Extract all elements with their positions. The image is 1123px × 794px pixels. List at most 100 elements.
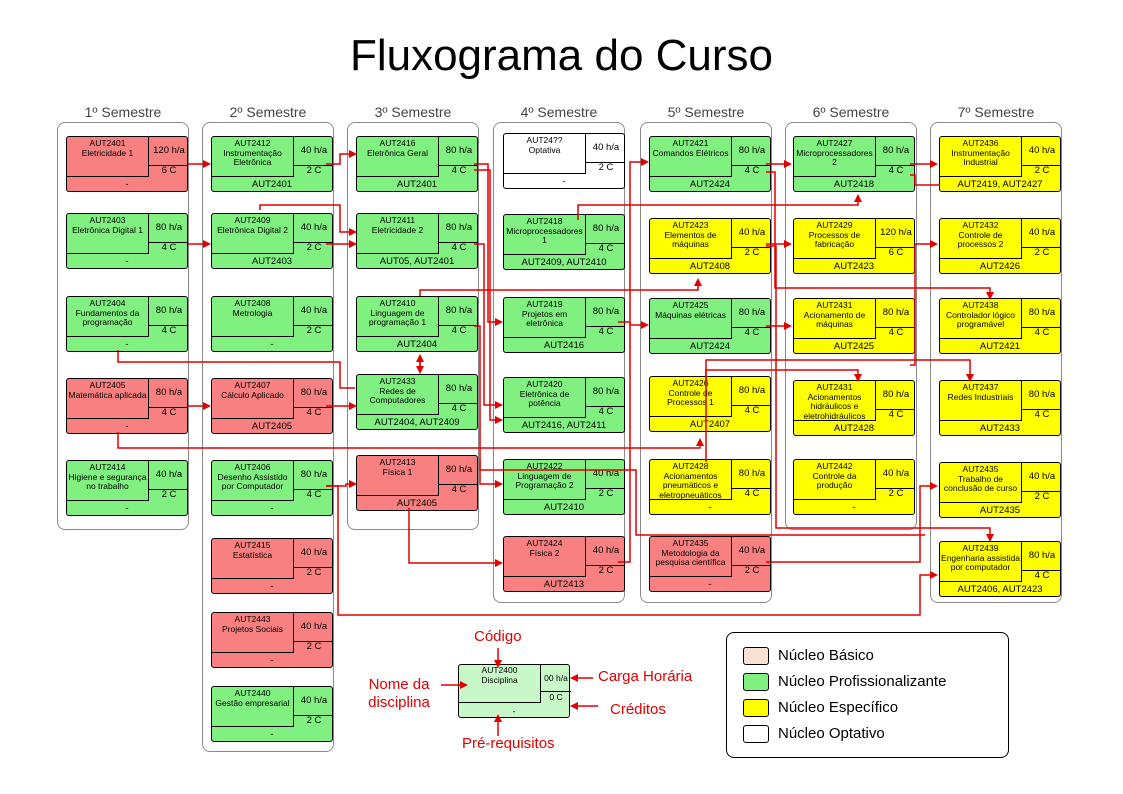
course-prereq: AUT2426 — [979, 261, 1021, 272]
course-credits: 4 C — [888, 409, 904, 420]
course-credits: 4 C — [306, 489, 322, 500]
course-credits: 2 C — [1034, 491, 1050, 502]
course-credits: 2 C — [306, 325, 322, 336]
course-credits: 2 C — [598, 162, 614, 173]
course-hours: 40 h/a — [876, 460, 914, 489]
course-hours: 80 h/a — [294, 379, 332, 408]
course-prereq: AUT2408 — [689, 261, 731, 272]
legend-swatch — [743, 725, 769, 743]
course-name: Controle da produção — [812, 470, 857, 490]
course-prereq: - — [125, 503, 129, 514]
course-code: AUT2411 — [379, 215, 416, 225]
course-code: AUT2410 — [379, 298, 416, 308]
course-name: Engenharia assistida por computador — [941, 552, 1020, 572]
course-prereq: - — [270, 729, 274, 740]
course-name: Metrologia — [232, 307, 273, 318]
example-hours: 00 h/a — [541, 665, 571, 692]
course-prereq: - — [125, 339, 129, 350]
course-credits: 4 C — [1034, 409, 1050, 420]
course-name: Trabalho de conclusão de curso — [943, 473, 1018, 493]
course-hours: 80 h/a — [586, 298, 624, 327]
course-code: AUT2443 — [234, 614, 271, 624]
course-credits: 4 C — [598, 243, 614, 254]
semester-column-7 — [930, 122, 1062, 603]
example-main: AUT2400 Disciplina — [459, 665, 541, 703]
course-name: Cálculo Aplicado — [221, 389, 284, 400]
course-prereq: - — [708, 502, 712, 513]
course-prereq: AUT2403 — [251, 256, 293, 267]
course-name: Controle de Processos 1 — [667, 387, 714, 407]
course-prereq: AUT2404 — [396, 339, 438, 350]
course-hours: 80 h/a — [149, 379, 187, 408]
annotation-nome: Nome da disciplina — [368, 676, 430, 711]
course-hours: 40 h/a — [294, 687, 332, 716]
example-credits: 0 C — [549, 692, 563, 702]
course-hours: 80 h/a — [439, 214, 477, 243]
course-hours: 80 h/a — [876, 137, 914, 166]
course-prereq: AUT2401 — [251, 179, 293, 190]
course-prereq: AUT2401 — [396, 179, 438, 190]
course-code: AUT2408 — [234, 298, 271, 308]
course-credits: 6 C — [888, 247, 904, 258]
course-credits: 2 C — [888, 488, 904, 499]
course-credits: 2 C — [306, 641, 322, 652]
course-hours: 80 h/a — [586, 215, 624, 244]
course-hours: 80 h/a — [149, 297, 187, 326]
course-prereq: - — [270, 503, 274, 514]
course-credits: 4 C — [451, 165, 467, 176]
legend-label: Núcleo Optativo — [778, 725, 885, 742]
course-name: Linguagem de programação 1 — [368, 307, 427, 327]
course-code: AUT2418 — [526, 216, 563, 226]
course-name: Microprocessadores 2 — [796, 147, 873, 167]
course-name: Física 2 — [529, 547, 560, 558]
course-prereq: AUT2418 — [833, 179, 875, 190]
example-code: AUT2400 — [481, 665, 518, 675]
course-prereq: - — [125, 256, 129, 267]
course-hours: 40 h/a — [732, 219, 770, 248]
course-name: Acionamento de máquinas — [803, 309, 866, 329]
course-code: AUT2409 — [234, 215, 271, 225]
course-credits: 6 C — [161, 165, 177, 176]
course-code: AUT2414 — [89, 462, 126, 472]
course-hours: 40 h/a — [294, 297, 332, 326]
course-name: Higiene e segurança no trabalho — [68, 471, 147, 491]
course-name: Eletrônica de potência — [519, 388, 570, 408]
legend-label: Núcleo Profissionalizante — [778, 673, 947, 690]
course-hours: 80 h/a — [294, 461, 332, 490]
course-name: Projetos em eletrônica — [521, 308, 568, 328]
semester-column-4 — [493, 122, 625, 603]
course-name: Eletrônica Digital 1 — [72, 224, 143, 235]
course-hours: 40 h/a — [294, 137, 332, 166]
course-name: Acionamentos hidráulicos e eletrohidrául… — [803, 391, 866, 421]
